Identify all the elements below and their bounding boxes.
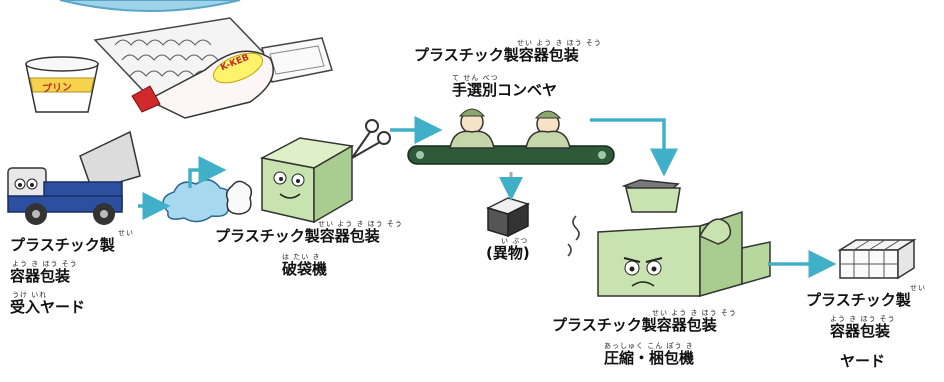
ruby-yard-out-2: よう き ほう そう bbox=[830, 315, 896, 323]
ruby-bag-breaker-2: は たい き bbox=[282, 253, 321, 261]
label-foreign: (異物) bbox=[486, 244, 530, 262]
label-bag-breaker-2: 破袋機 bbox=[282, 260, 328, 278]
garbage-bag bbox=[225, 180, 253, 215]
ruby-yard-in-2: よう き ほう そう bbox=[12, 260, 78, 268]
ruby-compressor-1: せい よう き ほう そう bbox=[652, 309, 737, 317]
ruby-yard-in-3: うけ いれ bbox=[12, 291, 48, 299]
ruby-conveyor-2: て せん べつ bbox=[452, 74, 499, 82]
sky-arc bbox=[59, 0, 241, 12]
dump-truck bbox=[7, 130, 141, 225]
pudding-cup-text: プリン bbox=[41, 81, 73, 96]
ruby-conveyor-1: せい よう き ほう そう bbox=[517, 39, 602, 47]
worker-left bbox=[449, 108, 495, 149]
label-yard-out-3: ヤード bbox=[840, 352, 886, 370]
compression-baling-machine bbox=[567, 179, 771, 297]
ruby-yard-out-1: せい bbox=[910, 284, 926, 292]
flow-arrows bbox=[138, 116, 837, 278]
plastic-waste-pile bbox=[25, 17, 333, 119]
label-conveyor-1: プラスチック製容器包装 bbox=[414, 46, 579, 64]
label-compressor-1: プラスチック製容器包装 bbox=[552, 316, 717, 334]
label-yard-in-1: プラスチック製 bbox=[10, 236, 115, 254]
label-compressor-2: 圧縮・梱包機 bbox=[604, 349, 695, 367]
ruby-compressor-2: あっしゅく こん ぽう き bbox=[604, 342, 694, 350]
hand-sorting-conveyor bbox=[407, 108, 615, 165]
bag-breaker-machine bbox=[259, 119, 391, 224]
cloud-bag bbox=[162, 179, 232, 223]
label-yard-in-2: 容器包装 bbox=[10, 267, 71, 285]
label-yard-out-2: 容器包装 bbox=[830, 322, 891, 340]
foreign-matter-box bbox=[485, 172, 531, 238]
label-bag-breaker-1: プラスチック製容器包装 bbox=[215, 227, 380, 245]
ruby-bag-breaker-1: せい よう き ほう そう bbox=[318, 220, 403, 228]
ruby-yard-in-1: せい bbox=[118, 229, 134, 237]
label-yard-in-3: 受入ヤード bbox=[10, 298, 86, 316]
bales-stack bbox=[837, 238, 917, 280]
worker-right bbox=[525, 110, 571, 149]
ruby-foreign: い ぶつ bbox=[501, 237, 529, 245]
label-conveyor-2: 手選別コンベヤ bbox=[452, 81, 558, 99]
label-yard-out-1: プラスチック製 bbox=[806, 291, 911, 309]
